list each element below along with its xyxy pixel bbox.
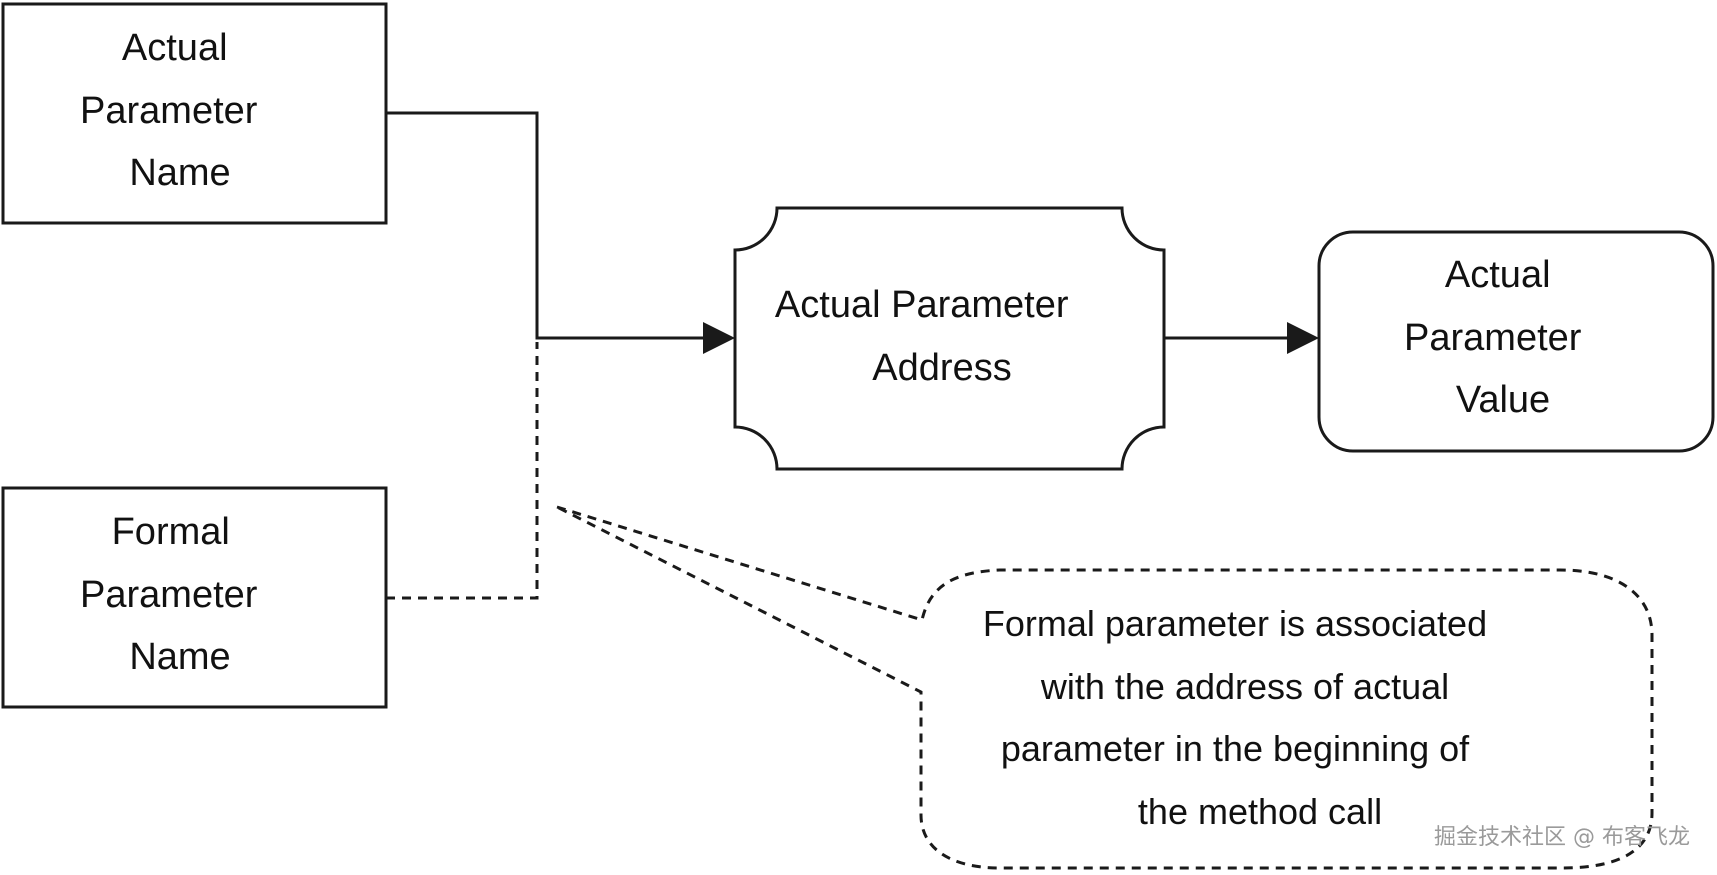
callout-line-2: with the address of actual (1040, 666, 1449, 707)
callout-line-3: parameter in the beginning of (1001, 728, 1470, 769)
formal-parameter-name-line-2: Parameter (80, 574, 258, 616)
formal-parameter-name-line-1: Formal (112, 511, 230, 553)
actual-name-connector (386, 111, 705, 340)
address-arrowhead (703, 322, 735, 354)
formal-parameter-name-label: Formal Parameter Name (80, 511, 268, 678)
callout-line-4: the method call (1138, 791, 1382, 832)
formal-parameter-name-node: Formal Parameter Name (1, 486, 388, 709)
actual-parameter-name-line-3: Name (129, 152, 230, 194)
actual-parameter-address-label: Actual Parameter Address (775, 284, 1079, 389)
callout-bubble (556, 505, 1654, 870)
formal-name-connector (386, 342, 539, 600)
actual-parameter-address-node: Actual Parameter Address (733, 206, 1166, 471)
explanation-callout: Formal parameter is associated with the … (556, 505, 1654, 870)
actual-parameter-value-label: Actual Parameter Value (1404, 254, 1592, 421)
watermark: 掘金技术社区 @ 布客飞龙 (1434, 825, 1690, 850)
actual-parameter-value-line-1: Actual (1445, 254, 1551, 296)
value-arrowhead (1287, 322, 1319, 354)
actual-parameter-name-line-2: Parameter (80, 90, 258, 132)
actual-parameter-name-node: Actual Parameter Name (1, 2, 388, 225)
actual-parameter-value-box (1317, 230, 1715, 453)
actual-parameter-name-label: Actual Parameter Name (80, 27, 268, 194)
actual-parameter-value-line-3: Value (1456, 379, 1550, 421)
actual-parameter-address-line-2: Address (872, 347, 1011, 389)
callout-text: Formal parameter is associated with the … (983, 603, 1497, 832)
actual-parameter-address-line-1: Actual Parameter (775, 284, 1069, 326)
formal-parameter-name-line-3: Name (129, 636, 230, 678)
callout-line-1: Formal parameter is associated (983, 603, 1487, 644)
actual-parameter-value-line-2: Parameter (1404, 317, 1582, 359)
actual-parameter-value-node: Actual Parameter Value (1317, 230, 1715, 453)
actual-parameter-name-line-1: Actual (122, 27, 228, 69)
actual-parameter-address-box (733, 206, 1166, 471)
